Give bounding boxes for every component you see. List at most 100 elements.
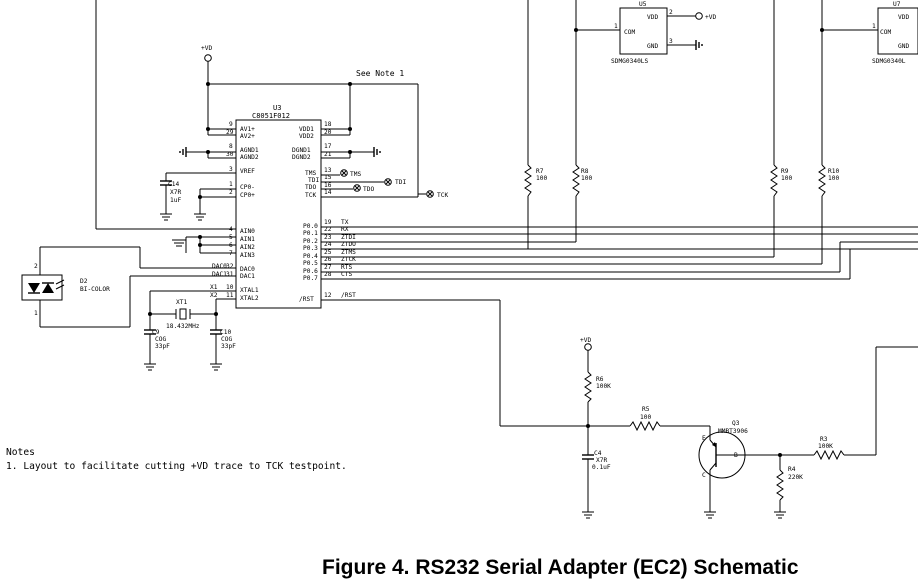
svg-text:AV1+: AV1+ <box>240 126 255 133</box>
svg-text:/RST: /RST <box>299 296 314 303</box>
svg-text:21: 21 <box>324 151 332 158</box>
svg-text:VDD: VDD <box>898 14 909 21</box>
svg-text:CTS: CTS <box>341 271 352 278</box>
svg-text:16: 16 <box>324 182 332 189</box>
svg-text:1: 1 <box>872 23 876 30</box>
svg-text:P0.6: P0.6 <box>303 268 318 275</box>
notes-block: Notes 1. Layout to facilitate cutting +V… <box>6 446 347 474</box>
svg-text:SDMG0340LS: SDMG0340LS <box>611 58 649 65</box>
u3-right-pins: VDD1 VDD2 DGND1 DGND2 TMS TDI TDO TCK P0… <box>292 126 319 303</box>
svg-text:COM: COM <box>880 29 891 36</box>
r10-resistor: R10 100 <box>818 0 839 197</box>
svg-text:P0.3: P0.3 <box>303 245 318 252</box>
svg-text:2: 2 <box>229 189 233 196</box>
svg-text:3: 3 <box>669 38 673 45</box>
svg-text:CP0+: CP0+ <box>240 192 255 199</box>
svg-text:DAC0: DAC0 <box>240 266 255 273</box>
svg-text:ZTDO: ZTDO <box>341 241 356 248</box>
svg-text:27: 27 <box>324 264 332 271</box>
svg-text:AV2+: AV2+ <box>240 133 255 140</box>
svg-text:VDD: VDD <box>647 14 658 21</box>
u3-part: C8051F012 <box>252 112 290 120</box>
svg-text:13: 13 <box>324 167 332 174</box>
svg-text:VDD2: VDD2 <box>299 133 314 140</box>
svg-text:COM: COM <box>624 29 635 36</box>
u3-body <box>235 119 322 309</box>
svg-text:220K: 220K <box>788 474 803 481</box>
svg-text:24: 24 <box>324 241 332 248</box>
svg-text:14: 14 <box>324 189 332 196</box>
svg-text:AGND1: AGND1 <box>240 147 259 154</box>
svg-text:R7: R7 <box>536 168 544 175</box>
svg-text:R3: R3 <box>820 436 828 443</box>
svg-text:+VD: +VD <box>705 14 716 21</box>
svg-text:U7: U7 <box>893 1 901 8</box>
svg-text:11: 11 <box>226 292 234 299</box>
svg-text:VDD1: VDD1 <box>299 126 314 133</box>
svg-text:TCK: TCK <box>305 192 316 199</box>
svg-text:TMS: TMS <box>305 170 316 177</box>
svg-text:R10: R10 <box>828 168 839 175</box>
jtag-testpoints: TMS TDI TDO TCK <box>340 169 448 199</box>
svg-text:C14: C14 <box>168 181 179 188</box>
u7-chip: U7 VDD COM GND SDMG0340L 1 <box>820 1 918 65</box>
svg-text:C10: C10 <box>220 329 231 336</box>
c14-label: C14 X7R 1uF <box>168 181 181 204</box>
svg-text:ZTDI: ZTDI <box>341 234 356 241</box>
svg-text:1: 1 <box>229 181 233 188</box>
c10-capacitor: C10 COG 33pF <box>210 329 236 352</box>
u3-net-labels: TX RX ZTDI ZTDO ZTMS ZTCK RTS CTS /RST D… <box>210 219 356 299</box>
svg-text:GND: GND <box>898 43 909 50</box>
svg-text:1uF: 1uF <box>170 197 181 204</box>
svg-text:31: 31 <box>226 271 234 278</box>
svg-text:VREF: VREF <box>240 168 255 175</box>
svg-text:TMS: TMS <box>350 171 361 178</box>
svg-text:SDMG0340L: SDMG0340L <box>872 58 906 65</box>
svg-text:AIN2: AIN2 <box>240 244 255 251</box>
svg-text:R4: R4 <box>788 466 796 473</box>
u3-left-pins: AV1+ AV2+ AGND1 AGND2 VREF CP0- CP0+ AIN… <box>240 126 259 302</box>
svg-text:AIN1: AIN1 <box>240 236 255 243</box>
svg-text:20: 20 <box>324 129 332 136</box>
svg-text:100: 100 <box>640 414 651 421</box>
svg-text:10: 10 <box>226 284 234 291</box>
svg-text:26: 26 <box>324 256 332 263</box>
svg-text:18.432MHz: 18.432MHz <box>166 323 200 330</box>
svg-text:100K: 100K <box>818 443 833 450</box>
svg-text:3: 3 <box>229 166 233 173</box>
svg-text:X7R: X7R <box>596 457 607 464</box>
svg-text:DGND2: DGND2 <box>292 154 311 161</box>
svg-text:Q3: Q3 <box>732 420 740 427</box>
svg-text:P0.2: P0.2 <box>303 238 318 245</box>
svg-text:ZTCK: ZTCK <box>341 256 356 263</box>
svg-text:19: 19 <box>324 219 332 226</box>
svg-text:X2: X2 <box>210 292 218 299</box>
svg-text:R8: R8 <box>581 168 589 175</box>
svg-text:C: C <box>702 472 706 479</box>
svg-text:X1: X1 <box>210 284 218 291</box>
svg-text:AGND2: AGND2 <box>240 154 259 161</box>
svg-text:33pF: 33pF <box>155 343 170 350</box>
svg-text:33pF: 33pF <box>221 343 236 350</box>
notes-line-1: 1. Layout to facilitate cutting +VD trac… <box>6 461 347 472</box>
svg-text:P0.1: P0.1 <box>303 230 318 237</box>
svg-text:TDI: TDI <box>395 179 406 186</box>
svg-text:U5: U5 <box>639 1 647 8</box>
svg-text:25: 25 <box>324 249 332 256</box>
svg-text:E: E <box>702 435 706 442</box>
svg-text:15: 15 <box>324 174 332 181</box>
svg-text:TDO: TDO <box>363 186 374 193</box>
svg-text:TDI: TDI <box>308 177 319 184</box>
svg-text:12: 12 <box>324 292 332 299</box>
r7-resistor: R7 100 <box>524 0 547 197</box>
svg-text:P0.7: P0.7 <box>303 275 318 282</box>
svg-text:DAC1: DAC1 <box>212 271 227 278</box>
svg-text:2: 2 <box>669 9 673 16</box>
svg-text:0.1uF: 0.1uF <box>592 464 611 471</box>
svg-text:2: 2 <box>34 263 38 270</box>
svg-text:28: 28 <box>324 271 332 278</box>
svg-text:COG: COG <box>221 336 232 343</box>
svg-text:C9: C9 <box>152 329 160 336</box>
